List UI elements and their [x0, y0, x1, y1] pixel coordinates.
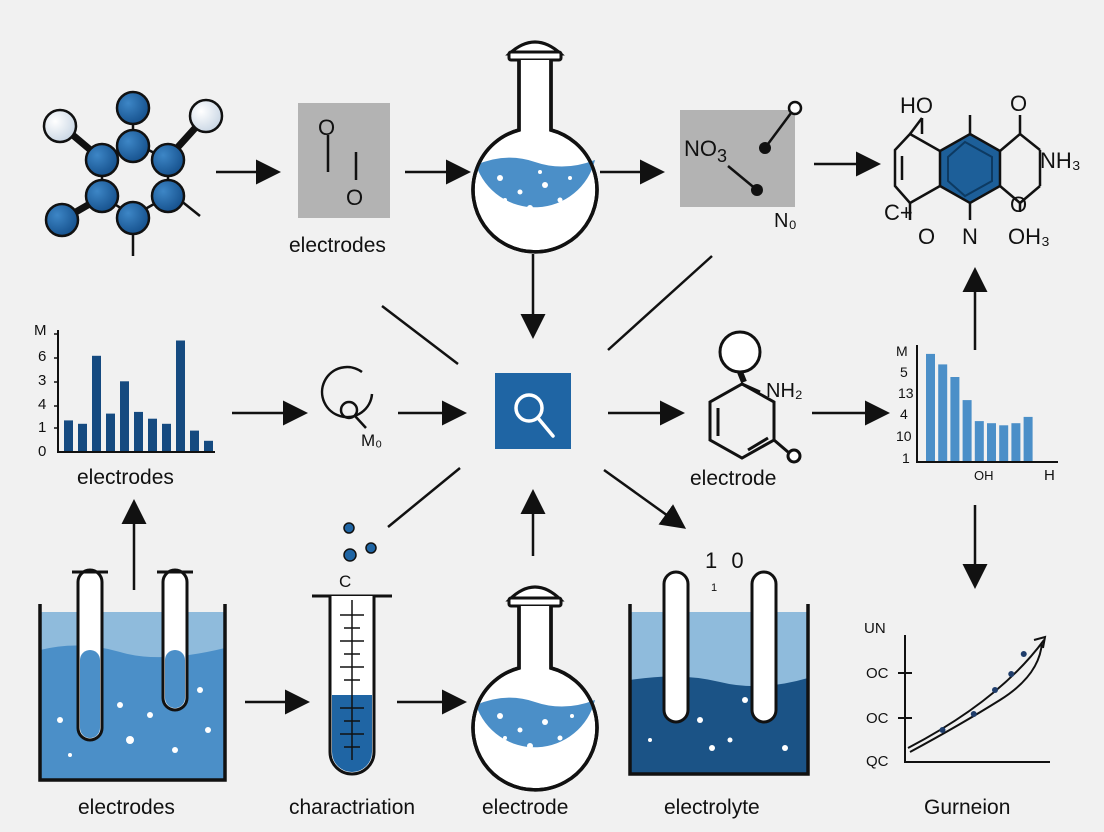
scatter-point — [970, 711, 977, 717]
scatter-ytick: OC — [866, 710, 889, 727]
bar — [926, 353, 935, 461]
electrolyte-label: electrolyte — [664, 796, 760, 819]
fused-o-top: O — [1010, 91, 1028, 116]
left-ytick: 6 — [38, 348, 47, 365]
scatter-point — [1008, 671, 1015, 677]
bar — [950, 377, 960, 461]
left-ytick: 1 — [38, 419, 47, 436]
bar — [974, 421, 984, 461]
bar — [92, 355, 101, 451]
arrow — [603, 468, 687, 529]
right-xtick: H — [1044, 467, 1055, 484]
connector-line — [387, 467, 461, 528]
left-ytick: 4 — [38, 396, 47, 413]
fused-n-bottom: N — [962, 224, 978, 249]
bar — [1011, 423, 1021, 461]
beaker-left-icon — [38, 568, 227, 782]
scatter-point — [939, 727, 946, 733]
scatter-point — [992, 687, 998, 693]
right-ytick: 13 — [898, 385, 914, 401]
right-xtick: OH — [974, 468, 994, 483]
bar — [106, 413, 115, 451]
bar — [64, 420, 73, 451]
electrodes-card — [298, 103, 390, 218]
bar — [987, 423, 996, 461]
box1-bottom-letter: O — [346, 185, 364, 210]
fused-nh3: NH₃ — [1040, 148, 1081, 173]
tube-c-label: C — [339, 572, 352, 591]
connector-line — [607, 255, 713, 351]
nitrate-formula: NO3 — [684, 136, 728, 166]
bar — [148, 418, 157, 451]
fused-ho: HO — [900, 93, 933, 118]
box1-top-letter: O — [318, 115, 336, 140]
bar — [204, 440, 213, 451]
bar — [78, 423, 87, 451]
right-ytick: 4 — [900, 406, 908, 422]
bar — [162, 423, 171, 451]
bar — [134, 411, 143, 451]
bar — [190, 430, 199, 451]
flow-arrows — [121, 151, 988, 715]
magnifier-label: M₀ — [361, 431, 383, 450]
ring-molecule-group: NH₂ — [766, 380, 803, 402]
bar — [938, 364, 948, 461]
gurneion-label: Gurneion — [924, 796, 1011, 819]
electrodes-label-chart: electrodes — [77, 466, 174, 489]
beaker-right-icon — [628, 570, 810, 776]
scatter-ytick: OC — [866, 665, 889, 682]
characterization-label: charactriation — [289, 796, 416, 819]
search-icon — [495, 373, 571, 449]
magnifier-icon — [320, 365, 374, 429]
round-flask-bottom-icon — [471, 585, 599, 792]
bar — [120, 381, 129, 451]
right-ytick: 1 — [902, 450, 910, 466]
connector-line — [381, 305, 459, 365]
scatter-ytick: UN — [864, 620, 886, 637]
beaker-right-number: 1 0 — [705, 548, 748, 573]
left-ytick: M — [34, 322, 47, 339]
left-ytick: 0 — [38, 443, 47, 460]
round-flask-top-icon — [471, 40, 599, 254]
scatter-ytick: QC — [866, 753, 889, 770]
bar-chart-right — [916, 345, 1058, 463]
right-ytick: 5 — [900, 364, 908, 380]
scatter-chart — [898, 635, 1050, 763]
fused-o-bottom: O — [1010, 192, 1028, 217]
bar — [962, 400, 972, 461]
bar — [1023, 416, 1033, 461]
electrode-ring-label: electrode — [690, 467, 777, 490]
electrodes-label-bottom: electrodes — [78, 796, 175, 819]
right-ytick: 10 — [896, 428, 912, 444]
electrodes-label-top: electrodes — [289, 234, 386, 257]
bar-chart-left — [54, 330, 215, 453]
nitrate-side-label: N₀ — [774, 210, 797, 232]
ring-molecule — [708, 330, 802, 464]
molecule-icon — [42, 90, 224, 256]
fused-ring-molecule — [893, 115, 1042, 220]
right-ytick: M — [896, 343, 908, 359]
test-tube-icon — [312, 522, 392, 776]
electrode-flask-label: electrode — [482, 796, 569, 819]
fused-c-plus: C+ — [884, 200, 913, 225]
beaker-right-small: 1 — [711, 582, 718, 594]
nitrate-card — [680, 100, 803, 207]
left-ytick: 3 — [38, 372, 47, 389]
fused-oh3: OH₃ — [1008, 224, 1050, 249]
bar — [176, 340, 185, 451]
bar — [999, 425, 1009, 461]
scatter-point — [1020, 651, 1027, 657]
fused-o-left: O — [918, 224, 936, 249]
